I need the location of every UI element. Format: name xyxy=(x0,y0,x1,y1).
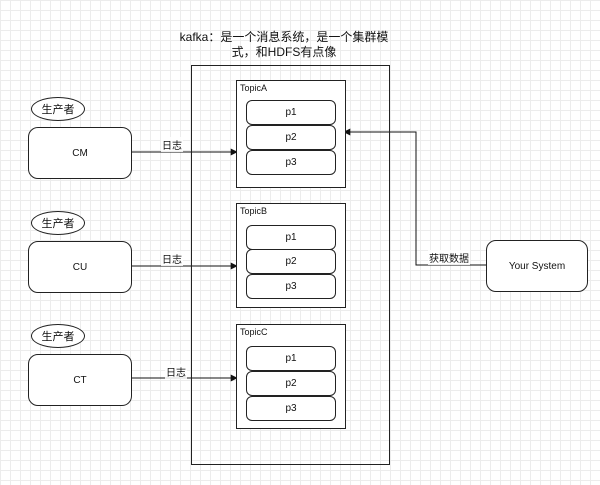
producer-ct-tag: 生产者 xyxy=(31,324,85,348)
producer-cu-edge-label: 日志 xyxy=(161,251,183,266)
topic-c-label: TopicC xyxy=(240,327,268,337)
producer-cm-tag: 生产者 xyxy=(31,97,85,121)
kafka-cluster-box xyxy=(191,65,390,465)
topic-c-box: TopicC p1 p2 p3 xyxy=(236,324,346,429)
topic-b-partition-1: p1 xyxy=(246,225,336,250)
topic-c-partition-1: p1 xyxy=(246,346,336,371)
consumer-edge-label: 获取数据 xyxy=(428,250,470,265)
producer-cu-tag: 生产者 xyxy=(31,211,85,235)
topic-b-box: TopicB p1 p2 p3 xyxy=(236,203,346,308)
topic-c-partition-2: p2 xyxy=(246,371,336,396)
topic-b-partition-2: p2 xyxy=(246,249,336,274)
topic-a-partition-3: p3 xyxy=(246,150,336,175)
producer-cu-box: CU xyxy=(28,241,132,293)
producer-ct-edge-label: 日志 xyxy=(165,364,187,379)
topic-a-partition-2: p2 xyxy=(246,125,336,150)
topic-a-box: TopicA p1 p2 p3 xyxy=(236,80,346,188)
edge-system-to-topica xyxy=(343,128,486,266)
topic-c-partition-3: p3 xyxy=(246,396,336,421)
producer-cm-edge-label: 日志 xyxy=(161,137,183,152)
producer-cm-box: CM xyxy=(28,127,132,179)
your-system-box: Your System xyxy=(486,240,588,292)
topic-b-label: TopicB xyxy=(240,206,268,216)
topic-a-label: TopicA xyxy=(240,83,268,93)
topic-a-partition-1: p1 xyxy=(246,100,336,125)
diagram-title: kafka：是一个消息系统，是一个集群模式，和HDFS有点像 xyxy=(179,30,389,59)
producer-ct-box: CT xyxy=(28,354,132,406)
topic-b-partition-3: p3 xyxy=(246,274,336,299)
